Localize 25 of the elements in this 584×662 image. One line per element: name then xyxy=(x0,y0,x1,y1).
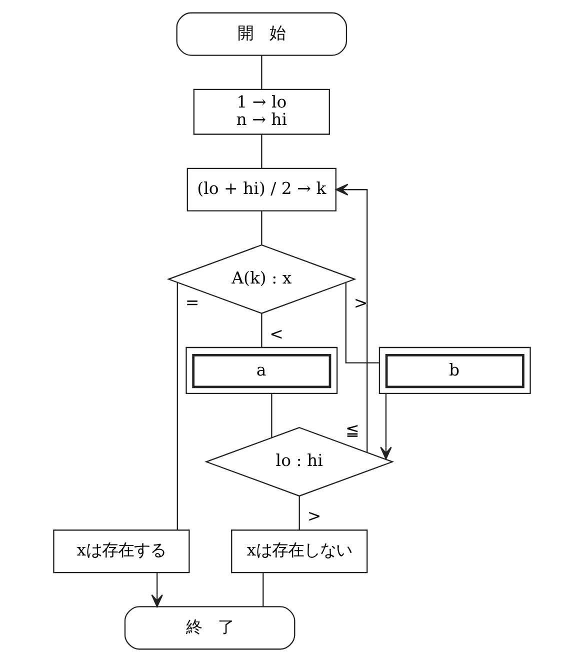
node-box: xは存在する xyxy=(53,530,190,574)
connector xyxy=(262,572,264,607)
connector xyxy=(271,394,272,438)
edge-label: > xyxy=(307,506,322,526)
arrow xyxy=(380,394,392,460)
node-box: b xyxy=(378,346,531,394)
connector xyxy=(298,496,300,530)
connector xyxy=(261,55,262,89)
node-box: (lo + hi) / 2 → k xyxy=(186,168,336,212)
node-box: xは存在しない xyxy=(231,530,368,574)
connector xyxy=(261,134,262,168)
node-box: 1 → lo n → hi xyxy=(193,88,330,135)
node-box: 終 了 xyxy=(124,606,296,650)
node-box: a xyxy=(186,346,338,394)
node-box: 開 始 xyxy=(176,12,348,56)
connector xyxy=(176,282,178,530)
connector xyxy=(345,282,380,364)
edge-label: < xyxy=(270,324,284,344)
edge-label: ≦ xyxy=(346,420,359,440)
arrow xyxy=(335,184,368,452)
connector xyxy=(261,210,262,245)
edge-label: > xyxy=(354,293,368,312)
edge-label: = xyxy=(185,293,200,312)
arrow xyxy=(151,572,163,608)
connector xyxy=(261,314,262,347)
